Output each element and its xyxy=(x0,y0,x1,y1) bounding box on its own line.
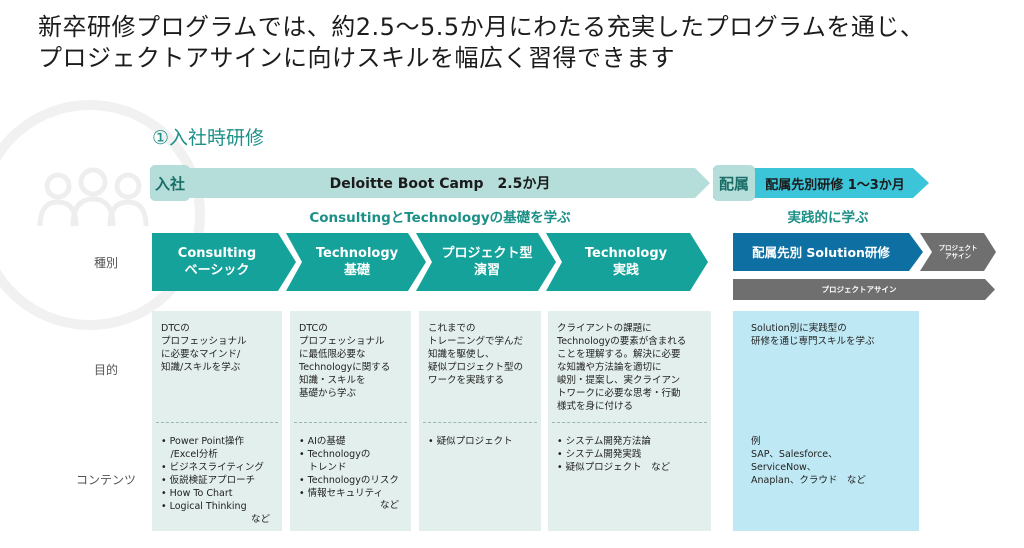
chevron-solution-label: 配属先別 Solution研修 xyxy=(752,244,890,260)
row-label-type: 種別 xyxy=(93,256,118,270)
panel-etc: など xyxy=(379,500,399,511)
panel-content: • システム開発方法論 • システム開発実践 • 疑似プロジェクト など xyxy=(557,436,671,473)
assignment-subheading: 実践的に学ぶ xyxy=(787,210,869,226)
panel-goal: DTCの プロフェッショナル に必要なマインド/ 知識/スキルを学ぶ xyxy=(161,323,247,373)
panel-goal: これまでの トレーニングで学んだ 知識を駆使し、 疑似プロジェクト型の ワークを… xyxy=(428,323,524,386)
panel-goal: Solution別に実践型の 研修を通じ専門スキルを学ぶ xyxy=(751,323,875,347)
panel-divider xyxy=(552,422,707,423)
project-assign-bar: プロジェクトアサイン xyxy=(733,279,995,300)
chevron-line-1: Technology xyxy=(584,246,668,261)
row-label-purpose: 目的 xyxy=(93,363,118,377)
panel-content: 例 SAP、Salesforce、 ServiceNow、 Anaplan、クラ… xyxy=(751,436,866,486)
chevron-line-2: ベーシック xyxy=(184,263,250,278)
panel-technology-practice: クライアントの課題に Technologyの要素が含まれる ことを理解する。解決… xyxy=(548,311,711,531)
chevron-consulting-basic: Consulting ベーシック xyxy=(152,233,296,291)
panel-project-exercise: これまでの トレーニングで学んだ 知識を駆使し、 疑似プロジェクト型の ワークを… xyxy=(419,311,541,531)
decorative-circle xyxy=(0,100,205,330)
page-headline: 新卒研修プログラムでは、約2.5〜5.5か月にわたる充実したプログラムを通じ、 … xyxy=(38,12,998,74)
headline-line-2: プロジェクトアサインに向けスキルを幅広く習得できます xyxy=(38,44,675,72)
project-assign-bar-label: プロジェクトアサイン xyxy=(821,285,897,294)
panel-goal: クライアントの課題に Technologyの要素が含まれる ことを理解する。解決… xyxy=(557,323,687,412)
people-group-icon xyxy=(37,167,149,227)
chevron-line-2: アサイン xyxy=(945,252,971,260)
chevron-line-2: 実践 xyxy=(612,263,639,278)
panel-content: • 疑似プロジェクト xyxy=(428,436,513,447)
assignment-bar xyxy=(713,168,929,198)
panel-goal: DTCの プロフェッショナル に最低限必要な Technologyに関する 知識… xyxy=(299,323,391,399)
row-label-content: コンテンツ xyxy=(75,473,136,487)
assignment-badge: 配属 xyxy=(713,165,755,201)
chevron-solution-training: 配属先別 Solution研修 xyxy=(733,233,923,271)
panel-consulting-basic: DTCの プロフェッショナル に必要なマインド/ 知識/スキルを学ぶ • Pow… xyxy=(152,311,282,531)
chevron-line-1: Technology xyxy=(315,246,399,261)
chevron-line-1: Consulting xyxy=(177,246,257,261)
panel-divider xyxy=(294,422,407,423)
chevron-line-1: プロジェクト型 xyxy=(441,246,533,261)
panel-divider xyxy=(156,422,278,423)
chevron-line-2: 演習 xyxy=(473,263,500,278)
chevron-technology-practice: Technology 実践 xyxy=(546,233,708,291)
entry-badge: 入社 xyxy=(150,165,190,201)
chevron-project-assign-small: プロジェクト アサイン xyxy=(920,233,996,271)
chevron-line-1: プロジェクト xyxy=(938,244,978,252)
chevron-project-exercise: プロジェクト型 演習 xyxy=(416,233,556,291)
bootcamp-bar xyxy=(150,168,710,198)
panel-technology-basics: DTCの プロフェッショナル に最低限必要な Technologyに関する 知識… xyxy=(290,311,411,531)
panel-content: • Power Point操作 /Excel分析 • ビジネスライティング • … xyxy=(161,436,264,512)
bootcamp-subheading: ConsultingとTechnologyの基礎を学ぶ xyxy=(309,210,571,226)
section-title: ①入社時研修 xyxy=(152,127,265,149)
headline-line-1: 新卒研修プログラムでは、約2.5〜5.5か月にわたる充実したプログラムを通じ、 xyxy=(38,13,925,41)
panel-content: • AIの基礎 • Technologyの トレンド • Technologyの… xyxy=(299,436,399,499)
panel-divider xyxy=(423,422,537,423)
chevron-line-2: 基礎 xyxy=(343,263,370,278)
panel-etc: など xyxy=(250,514,270,525)
chevron-technology-basics: Technology 基礎 xyxy=(286,233,426,291)
bootcamp-label: Deloitte Boot Camp 2.5か月 xyxy=(329,176,551,192)
assignment-label: 配属先別研修 1〜3か月 xyxy=(765,177,905,193)
panel-solution-training: Solution別に実践型の 研修を通じ専門スキルを学ぶ 例 SAP、Sales… xyxy=(733,311,919,531)
